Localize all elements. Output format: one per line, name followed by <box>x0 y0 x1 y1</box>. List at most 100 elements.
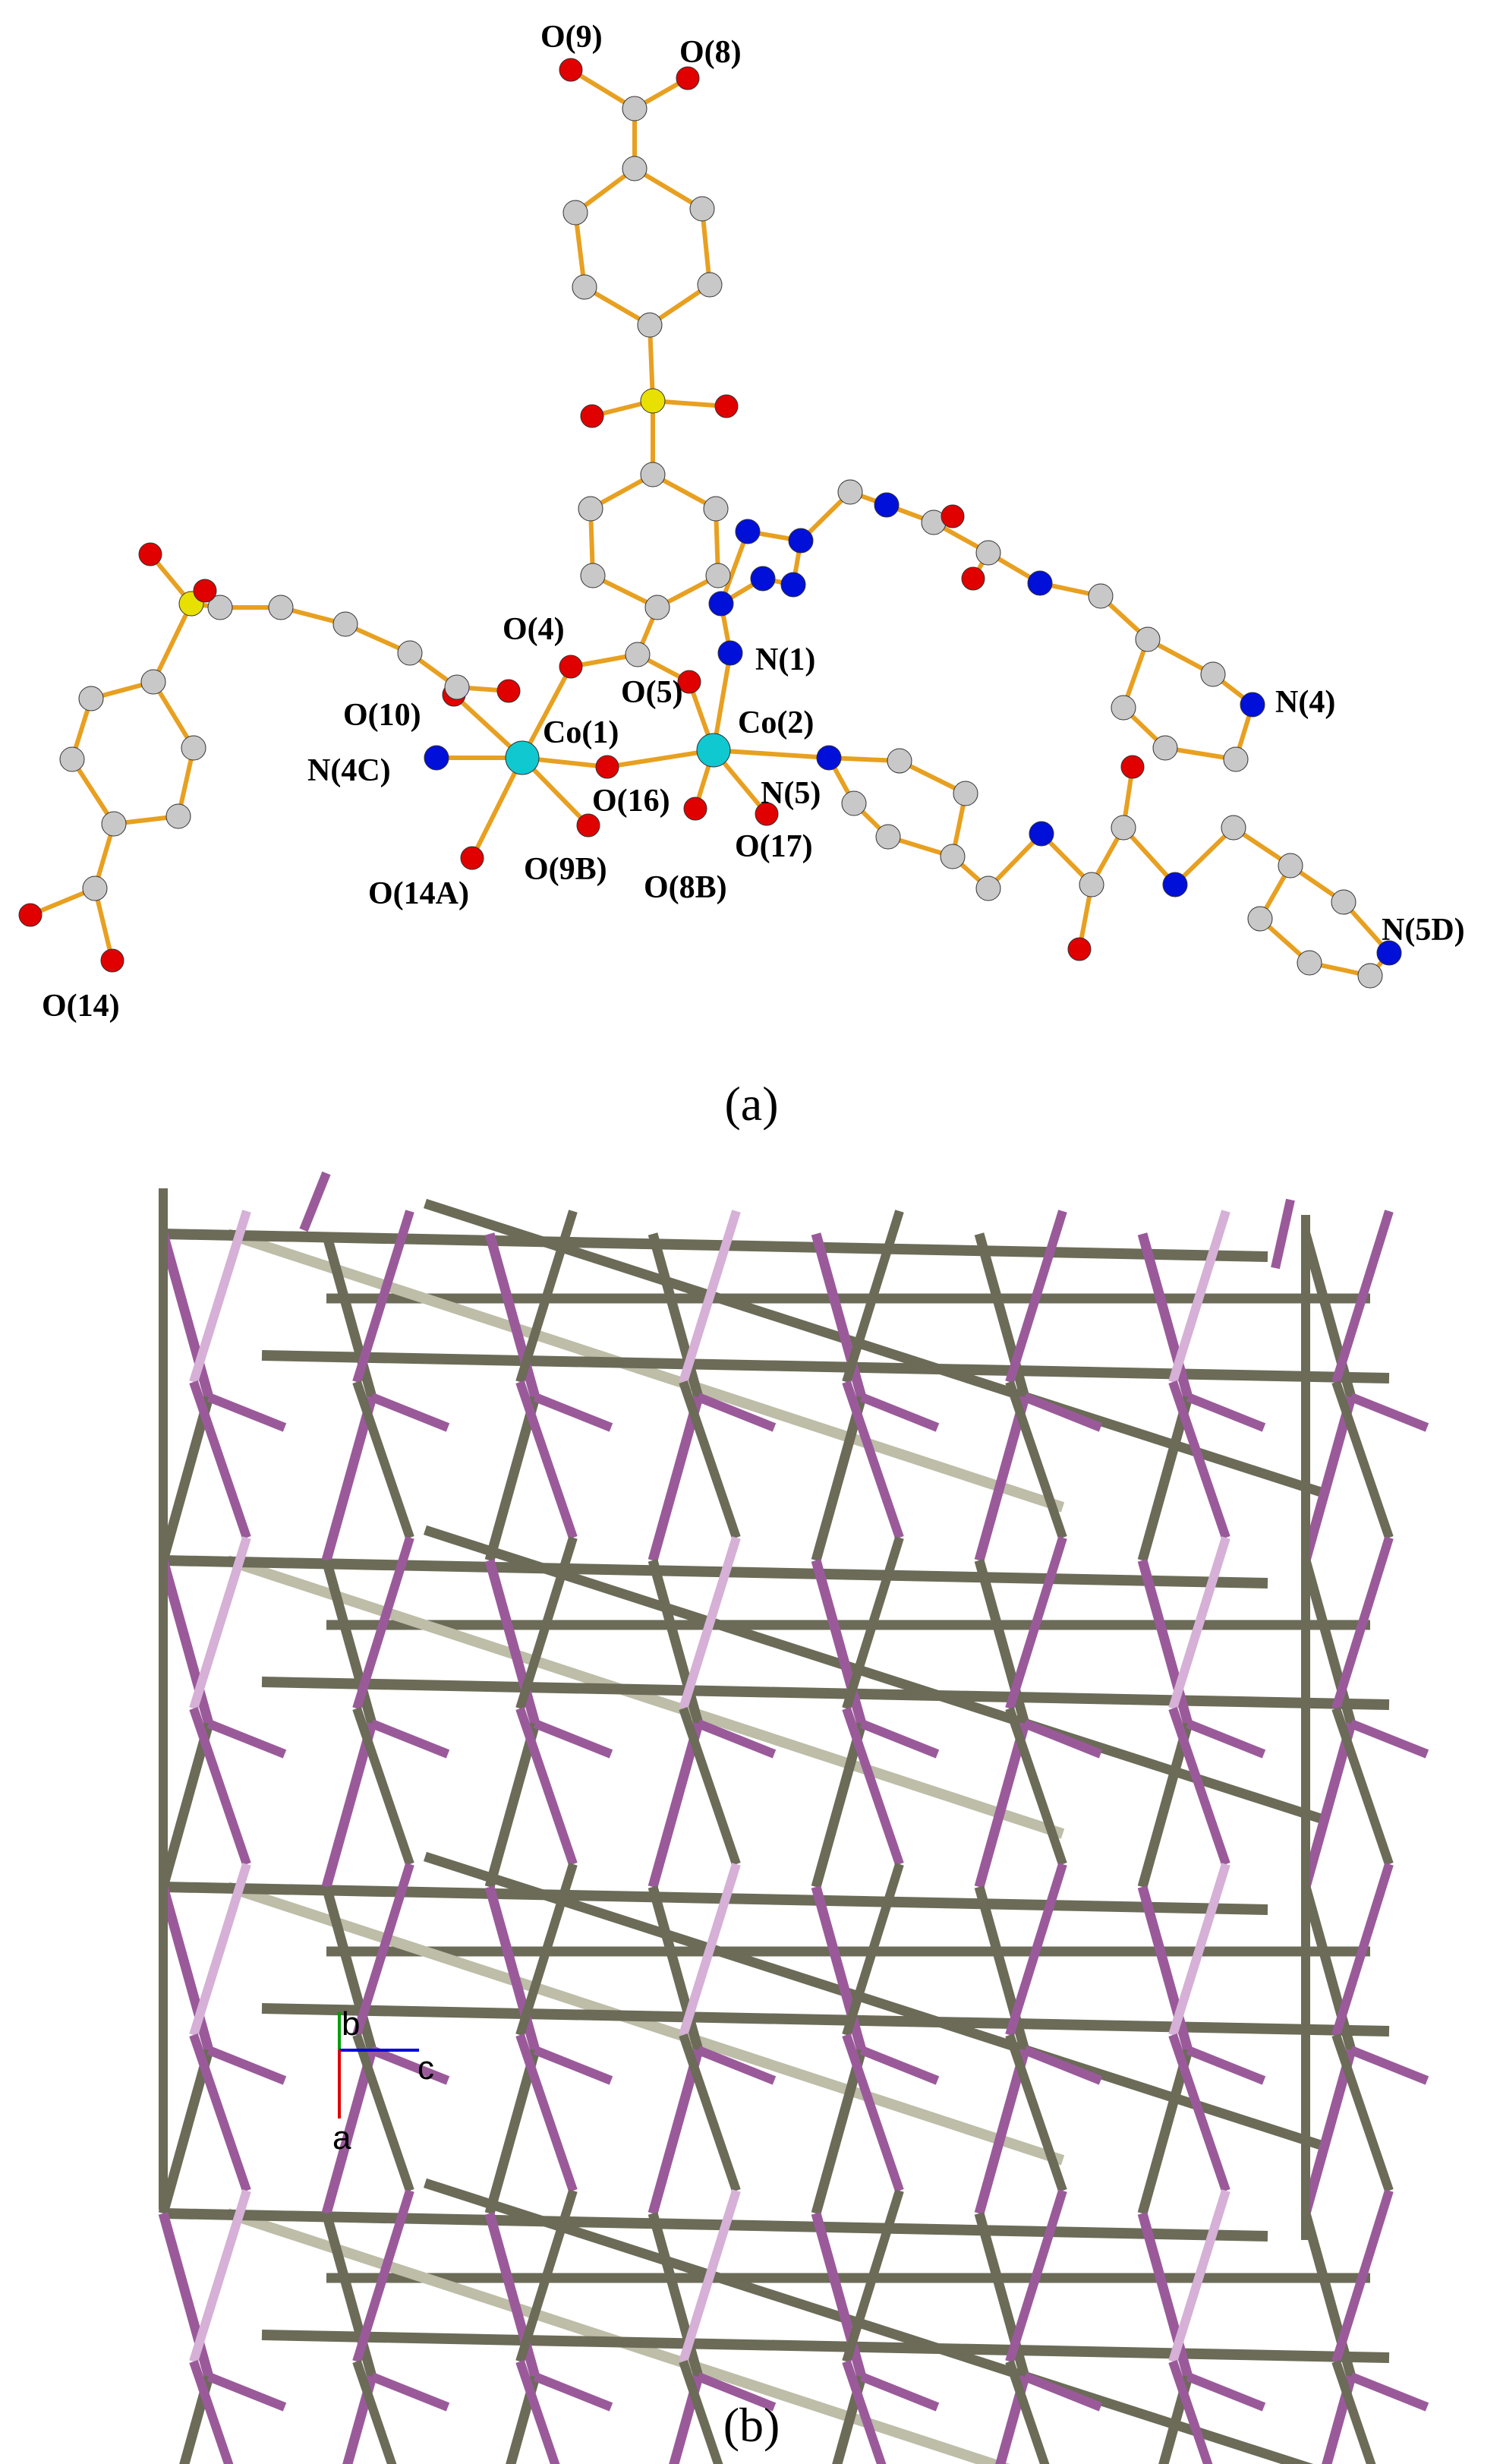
atom-rn5e <box>841 790 867 816</box>
rod-front-horizontal <box>261 2003 1390 2037</box>
bond-Co1-O14A <box>470 756 525 860</box>
rod-zigzag <box>679 1536 741 1710</box>
atom-cc3 <box>82 875 108 901</box>
atom-label-o14: O(14) <box>42 989 120 1024</box>
rod-zigzag <box>1300 1722 1356 1888</box>
atom-o9 <box>559 58 583 82</box>
rod-zigzag <box>321 2049 377 2215</box>
atom-cm5 <box>1278 853 1303 879</box>
rod-zigzag <box>352 1863 414 2037</box>
atom-rd4 <box>1247 906 1273 932</box>
rod-zigzag <box>1331 2360 1376 2464</box>
atom-nr1a <box>708 591 734 617</box>
rod-front-horizontal <box>261 2330 1390 2363</box>
rod-zigzag <box>974 1396 1030 1562</box>
atom-rn5d <box>875 824 901 850</box>
rod-zigzag <box>158 1396 214 1562</box>
rod-zigzag <box>842 1210 904 1383</box>
atom-ol2 <box>961 566 985 591</box>
rod-zigzag <box>1331 1707 1394 1866</box>
axis-label-a: a <box>332 2119 351 2156</box>
rod-short-link <box>206 1719 287 1759</box>
rod-zigzag <box>1322 2375 1356 2464</box>
rod-zigzag <box>1137 1722 1193 1888</box>
atom-os2 <box>714 394 739 418</box>
rod-zigzag <box>679 2189 741 2363</box>
atom-o14a <box>460 846 484 870</box>
rod-short-link <box>370 1393 450 1432</box>
rod-zigzag <box>158 1559 214 1725</box>
rod-zigzag <box>1168 2189 1230 2363</box>
rod-zigzag <box>321 2212 377 2378</box>
atom-r2c <box>705 563 731 588</box>
rod-zigzag <box>1168 2360 1213 2464</box>
rod-short-link <box>206 1393 287 1432</box>
rod-front-horizontal <box>261 1677 1390 1710</box>
rod-zigzag <box>679 1863 741 2037</box>
rod-short-link <box>859 2372 940 2412</box>
atom-label-o9b: O(9B) <box>524 852 607 887</box>
rod-zigzag <box>679 1380 741 1539</box>
atom-o17 <box>755 802 779 826</box>
atom-label-co1: Co(1) <box>543 715 619 750</box>
rod-edge <box>1271 1198 1295 1270</box>
rod-front-horizontal <box>162 1555 1268 1589</box>
rod-short-link <box>1186 1719 1266 1759</box>
rod-zigzag <box>189 2033 251 2192</box>
rod-zigzag <box>321 1722 377 1888</box>
rod-zigzag <box>189 1863 251 2037</box>
atom-lr6 <box>78 686 104 711</box>
atom-nr1d <box>750 566 776 592</box>
atom-rn4d <box>1152 735 1178 761</box>
atom-rd2 <box>1357 963 1383 989</box>
rod-short-link <box>1186 1393 1266 1432</box>
rod-zigzag <box>484 2049 540 2215</box>
rod-zigzag <box>158 1232 214 1399</box>
bond-Nr1a-Nr1e <box>719 529 750 606</box>
rod-zigzag <box>1331 2033 1394 2192</box>
rod-short-link <box>1349 1393 1429 1432</box>
rod-zigzag <box>515 1380 578 1539</box>
rod-zigzag <box>1331 2189 1394 2363</box>
atom-co1 <box>505 740 540 775</box>
atom-nm1 <box>1029 821 1054 847</box>
panel-label-b: (b) <box>723 2398 780 2452</box>
rod-zigzag <box>1005 1380 1067 1539</box>
rod-zigzag <box>158 1722 214 1888</box>
atom-label-set: O(9) O(8) O(4) O(5) N(1) O(10) Co(1) Co(… <box>42 20 1465 1024</box>
atom-co2 <box>696 733 731 768</box>
atom-cm2 <box>1079 872 1104 898</box>
bond-S2-Lr1 <box>151 601 194 684</box>
rod-zigzag <box>484 2212 540 2378</box>
atom-label-n4: N(4) <box>1275 685 1335 720</box>
atom-rd1 <box>1331 889 1356 915</box>
rod-zigzag <box>1168 1536 1230 1710</box>
rod-zigzag <box>679 1707 741 1866</box>
axis-label-b: b <box>342 2005 360 2043</box>
rod-short-link <box>696 1719 777 1759</box>
atom-label-o16: O(16) <box>592 784 670 819</box>
atom-r1a <box>622 156 648 181</box>
rod-zigzag <box>352 1380 414 1539</box>
rod-zigzag <box>189 1707 251 1866</box>
rod-zigzag <box>842 1380 904 1539</box>
atom-nr1b <box>788 528 814 554</box>
atom-os3 <box>138 542 162 566</box>
atom-cc1 <box>622 96 648 121</box>
rod-zigzag <box>811 1232 867 1399</box>
atom-o14b <box>100 948 124 973</box>
rod-zigzag <box>515 1536 578 1710</box>
rod-short-link <box>859 2046 940 2085</box>
atom-label-o8b: O(8B) <box>644 870 727 905</box>
rod-zigzag <box>352 2033 414 2192</box>
rod-short-link <box>859 1393 940 1432</box>
rod-short-link <box>206 2372 287 2412</box>
atom-ol3 <box>496 679 521 703</box>
atom-label-o4: O(4) <box>503 612 565 647</box>
atom-rn4e <box>1111 695 1136 721</box>
rod-zigzag <box>352 1210 414 1383</box>
rod-zigzag <box>1300 2049 1356 2215</box>
rod-zigzag <box>648 1396 704 1562</box>
rod-zigzag <box>669 2375 704 2464</box>
